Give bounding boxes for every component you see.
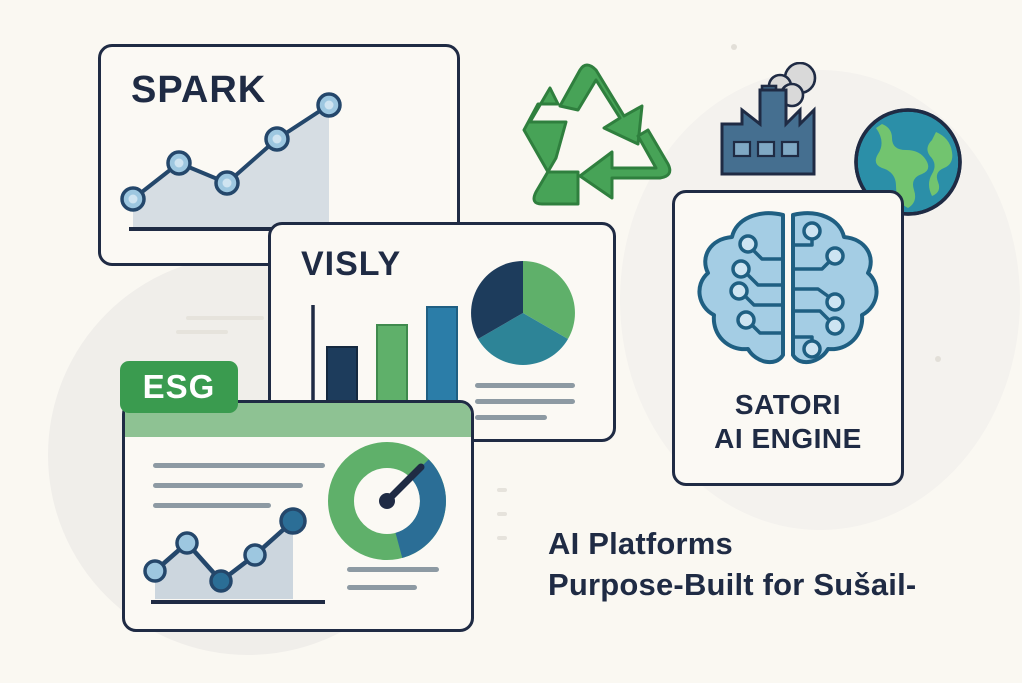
esg-data-points xyxy=(143,507,307,593)
factory-icon xyxy=(714,61,854,202)
card-satori[interactable]: SATORI AI ENGINE xyxy=(672,190,904,486)
esg-gauge xyxy=(328,442,446,560)
esg-gauge-caption-lines xyxy=(347,567,439,590)
decor-dash xyxy=(186,316,264,320)
tagline-line-2: Purpose-Built for Sušail- xyxy=(548,567,917,602)
esg-text-lines xyxy=(153,463,325,508)
decor-dash xyxy=(176,330,228,334)
decor-dot xyxy=(731,44,737,50)
visly-charts xyxy=(311,261,575,420)
esg-area-fill xyxy=(155,521,293,599)
tagline-line-1: AI Platforms xyxy=(548,526,733,561)
spark-line-chart xyxy=(120,92,342,231)
visly-bar-chart xyxy=(326,306,458,410)
globe-icon xyxy=(852,106,964,218)
card-esg[interactable] xyxy=(122,400,474,632)
card-spark-title: SPARK xyxy=(131,69,267,111)
spark-data-points xyxy=(120,92,342,212)
esg-charts xyxy=(143,442,446,604)
visly-pie-chart xyxy=(471,261,575,365)
card-satori-title-line1: SATORI xyxy=(734,389,842,420)
decor-dot xyxy=(935,356,941,362)
card-visly-title: VISLY xyxy=(301,245,402,283)
tagline: AI Platforms Purpose-Built for Sušail- xyxy=(548,523,1018,605)
visly-text-lines xyxy=(475,383,575,420)
decor-dash xyxy=(497,488,507,492)
spark-area-fill xyxy=(133,105,329,227)
gauge-needle xyxy=(383,463,425,505)
recycle-icon xyxy=(508,48,688,228)
decor-dash xyxy=(497,512,507,516)
esg-badge[interactable]: ESG xyxy=(120,361,238,413)
decor-dash xyxy=(497,536,507,540)
card-satori-title-line2: AI ENGINE xyxy=(714,423,862,454)
esg-badge-label: ESG xyxy=(142,368,216,405)
brain-circuit-icon xyxy=(697,211,879,365)
